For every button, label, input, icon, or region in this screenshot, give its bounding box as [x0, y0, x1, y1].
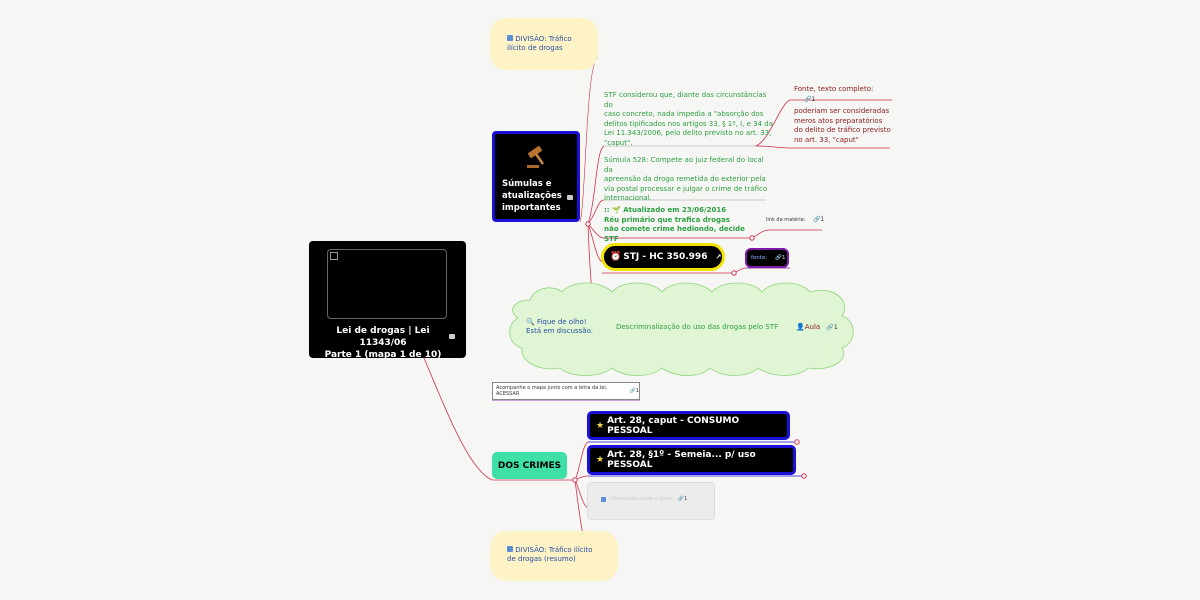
sprout-icon: 🌱	[612, 206, 621, 214]
person-icon: 👤	[796, 323, 805, 331]
central-title: Lei de drogas | Lei 11343/06	[336, 326, 430, 348]
link-icon: 🔗	[677, 496, 685, 502]
acompanhe-node[interactable]: Acompanhe o mapa junto com a letra da le…	[492, 382, 640, 400]
link-arrow-icon: ↗	[715, 253, 722, 261]
stf-text: STF considerou que, diante das circunstâ…	[604, 91, 774, 147]
sumula-528-text: Súmula 528: Compete ao juiz federal do l…	[604, 156, 768, 202]
fonte-node[interactable]: fonte: 🔗1	[745, 248, 789, 268]
link-icon: 🔗	[775, 255, 783, 261]
central-topic[interactable]: Lei de drogas | Lei 11343/06 Parte 1 (ma…	[309, 241, 466, 360]
link-icon: 🔗	[804, 95, 812, 103]
arrow-right-icon	[601, 496, 606, 502]
art28-p1-node[interactable]: ★ Art. 28, §1º - Semeia... p/ uso PESSOA…	[587, 445, 796, 475]
link-icon: 🔗	[826, 324, 834, 331]
fique-de-olho: 🔍 Fique de olho! Está em discussão.	[526, 318, 593, 335]
top-division-link[interactable]: DIVISÃO: Tráfico ilícito de drogas	[490, 18, 598, 70]
stj-hc-node[interactable]: ⏰ STJ - HC 350.996 ↗	[601, 243, 725, 271]
poderiam-text: poderiam ser consideradas meros atos pre…	[794, 107, 891, 144]
note-icon[interactable]	[567, 195, 573, 200]
note-icon[interactable]	[449, 334, 455, 339]
alarm-clock-icon: ⏰	[610, 252, 622, 262]
dos-crimes-topic[interactable]: DOS CRIMES	[492, 452, 567, 479]
star-icon: ★	[596, 455, 605, 465]
fonte-texto-completo[interactable]: Fonte, texto completo: 🔗1	[794, 85, 874, 103]
descriminalizacao-text[interactable]: Descriminalização do uso das drogas pelo…	[616, 323, 779, 331]
bottom-division-link[interactable]: DIVISÃO: Tráfico ilícito de drogas (resu…	[490, 531, 618, 581]
sumulas-topic[interactable]: Súmulas e atualizações importantes	[492, 131, 580, 222]
arrow-right-icon	[507, 546, 513, 552]
image-placeholder	[327, 249, 447, 319]
link-materia[interactable]: link da matéria: 🔗1	[766, 216, 825, 223]
aula-node[interactable]: 👤Aula 🔗1	[796, 323, 838, 331]
faded-node[interactable]: Informação sobre o tema 🔗1	[587, 482, 715, 520]
atualizado-node: :: 🌱 Atualizado em 23/06/2016 Réu primár…	[604, 206, 745, 243]
arrow-right-icon	[507, 35, 513, 41]
link-icon: 🔗	[629, 388, 636, 394]
gavel-icon	[525, 144, 547, 170]
magnifier-icon: 🔍	[526, 318, 535, 326]
star-icon: ★	[596, 420, 605, 431]
link-icon: 🔗	[813, 216, 821, 223]
art28-caput-node[interactable]: ★ Art. 28, caput - CONSUMO PESSOAL	[587, 411, 790, 440]
cloud-shape	[509, 282, 854, 376]
